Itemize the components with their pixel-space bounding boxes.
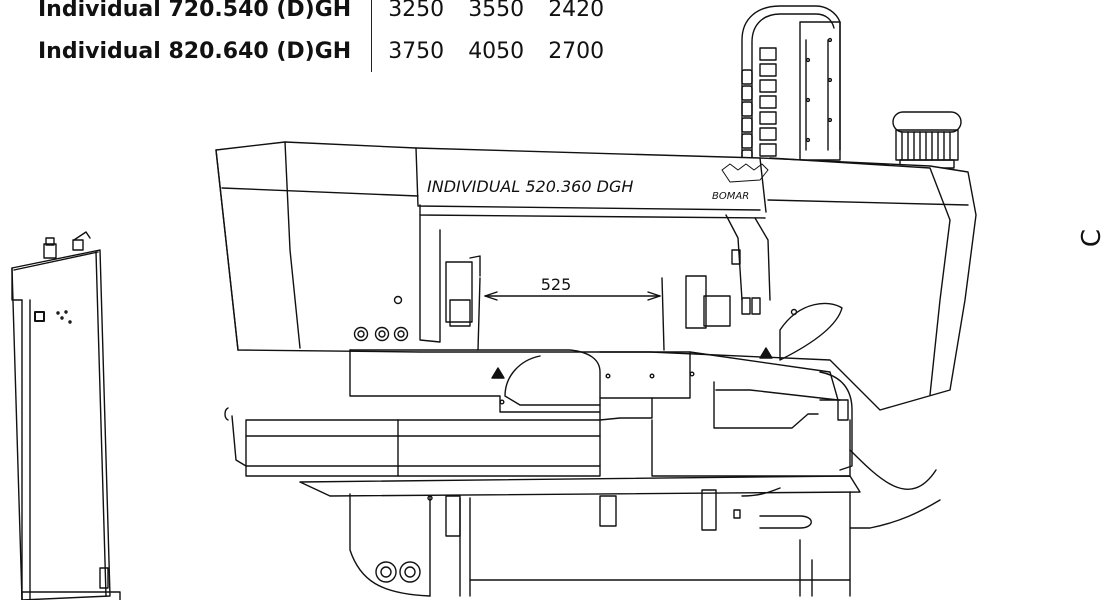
dimension-label: 525 <box>541 275 572 294</box>
spec-row: Individual 720.540 (D)GH 3250 3550 2420 <box>38 0 618 30</box>
saw-head: 525 INDIVIDUAL 520.360 DGH BOMAR <box>215 141 977 411</box>
model-label: INDIVIDUAL 520.360 DGH <box>427 177 633 196</box>
spec-model: Individual 820.640 (D)GH <box>38 30 373 72</box>
spec-value-2: 4050 <box>468 38 525 64</box>
spec-value-1: 3750 <box>388 38 445 64</box>
spec-model: Individual 720.540 (D)GH <box>38 0 373 30</box>
brand-logo-mark <box>721 163 769 183</box>
motor <box>892 111 962 169</box>
spec-value-1: 3250 <box>388 0 445 22</box>
machine-base <box>224 407 941 597</box>
edge-label: C <box>1077 229 1107 247</box>
brand-label: BOMAR <box>712 191 749 202</box>
saw-table <box>349 349 853 471</box>
spec-row: Individual 820.640 (D)GH 3750 4050 2700 <box>38 30 618 72</box>
spec-table: Individual 720.540 (D)GH 3250 3550 2420 … <box>38 0 618 72</box>
spec-value-2: 3550 <box>468 0 525 22</box>
control-cabinet <box>11 231 121 600</box>
spec-value-3: 2700 <box>548 38 605 64</box>
cable-chain <box>741 5 841 171</box>
spec-value-3: 2420 <box>548 0 605 22</box>
